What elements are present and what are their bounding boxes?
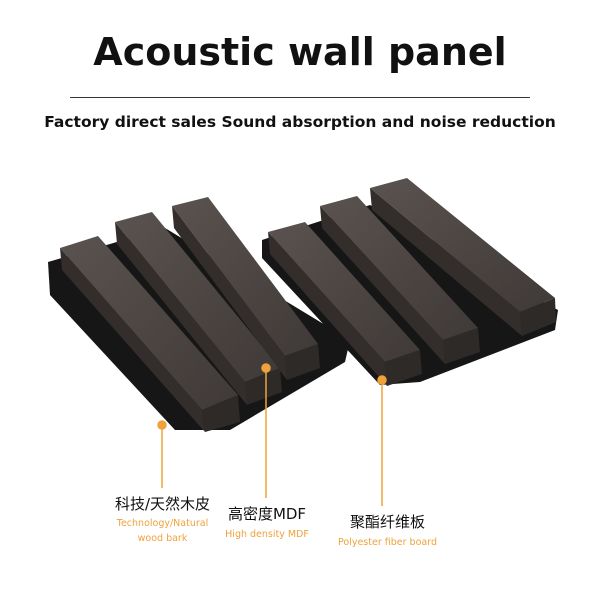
wood-slats xyxy=(60,178,556,432)
callout-dot-veneer xyxy=(157,420,167,430)
label-polyester: 聚酯纤维板 Polyester fiber board xyxy=(330,511,445,550)
label-mdf: 高密度MDF High density MDF xyxy=(212,503,322,542)
page-title: Acoustic wall panel xyxy=(93,30,507,74)
label-mdf-en: High density MDF xyxy=(225,529,309,540)
divider xyxy=(70,97,530,98)
label-polyester-cn: 聚酯纤维板 xyxy=(349,513,425,531)
label-veneer-en: Technology/Natural wood bark xyxy=(116,518,209,544)
label-veneer: 科技/天然木皮 Technology/Natural wood bark xyxy=(95,493,230,546)
subtitle: Factory direct sales Sound absorption an… xyxy=(44,113,556,131)
label-veneer-cn: 科技/天然木皮 xyxy=(114,495,211,513)
label-mdf-cn: 高密度MDF xyxy=(227,505,307,523)
callout-dot-polyester xyxy=(377,375,387,385)
label-polyester-en: Polyester fiber board xyxy=(338,537,437,548)
callout-dot-mdf xyxy=(261,363,271,373)
